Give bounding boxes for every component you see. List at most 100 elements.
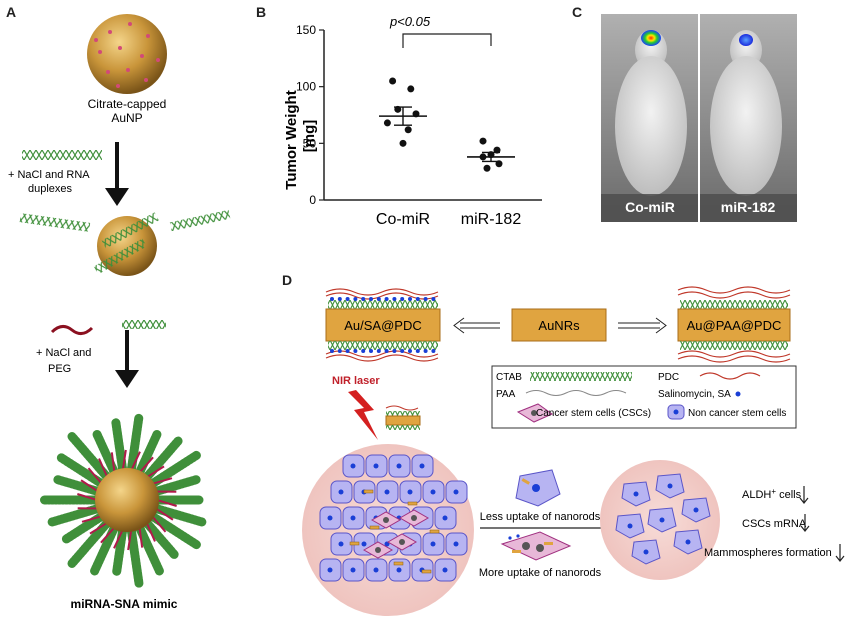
significance-bracket bbox=[402, 33, 492, 48]
peg-strand bbox=[98, 458, 109, 478]
decrease-arrow-icon bbox=[835, 544, 845, 562]
arrow-step-2 bbox=[115, 330, 139, 388]
csc-cell-middle bbox=[500, 531, 572, 561]
legend-box: CTAB PDC PAA Salinomycin, SA Cancer stem… bbox=[491, 365, 797, 429]
aunp-label-1: Citrate-capped bbox=[88, 97, 167, 111]
peg-strand bbox=[155, 507, 174, 521]
legend-noncsc-icon bbox=[667, 404, 685, 420]
step2-label-1: + NaCl and bbox=[36, 347, 91, 359]
cell-nucleus bbox=[350, 463, 356, 469]
legend-csc-icon bbox=[516, 403, 554, 423]
sa-dot bbox=[361, 349, 366, 353]
step2-label-2: PEG bbox=[48, 363, 71, 375]
legend-paa: PAA bbox=[496, 389, 516, 400]
mammosphere-label: Mammospheres formation bbox=[704, 547, 832, 559]
cell-nucleus bbox=[430, 489, 436, 495]
legend-sa: Salinomycin, SA bbox=[658, 389, 731, 400]
step1-label-1: + NaCl and RNA bbox=[8, 169, 90, 181]
arrow-left bbox=[453, 317, 500, 334]
cell-nucleus bbox=[430, 541, 436, 547]
cell-nucleus bbox=[361, 541, 367, 547]
sa-dot bbox=[400, 297, 405, 301]
cell-nucleus bbox=[453, 489, 459, 495]
nanorod bbox=[421, 569, 432, 574]
sa-dot bbox=[345, 349, 350, 353]
y-axis-label-1: Tumor Weight bbox=[283, 90, 300, 189]
aunrs-label: AuNRs bbox=[538, 318, 580, 333]
legend-cscs: Cancer stem cells (CSCs) bbox=[536, 408, 651, 419]
sa-dot bbox=[330, 349, 334, 353]
citrate-aunp bbox=[87, 14, 167, 94]
sa-dot bbox=[408, 297, 412, 301]
small-nanorod bbox=[385, 405, 421, 430]
peg-strand bbox=[100, 526, 116, 544]
sa-dot bbox=[376, 349, 381, 353]
significance-label: p<0.05 bbox=[389, 14, 431, 29]
sa-dot bbox=[392, 349, 397, 353]
cell-nucleus bbox=[373, 463, 379, 469]
cell-nucleus bbox=[338, 541, 344, 547]
csc-nucleus bbox=[399, 539, 405, 545]
cell-nucleus bbox=[667, 483, 673, 489]
csc-nucleus bbox=[375, 547, 381, 553]
data-point bbox=[483, 164, 491, 172]
cell-nucleus bbox=[396, 567, 402, 573]
peg-icon bbox=[50, 325, 94, 335]
arrow-step-1 bbox=[105, 142, 129, 206]
sa-dot bbox=[330, 297, 334, 301]
panel-label-a: A bbox=[6, 4, 17, 20]
y-tick-label: 50 bbox=[303, 136, 317, 150]
x-tick-label: miR-182 bbox=[461, 211, 522, 228]
peg-strand bbox=[89, 521, 108, 535]
sa-dot bbox=[423, 349, 428, 353]
cell-nucleus bbox=[693, 507, 699, 513]
sa-dot bbox=[353, 297, 358, 301]
cell-nucleus bbox=[384, 541, 390, 547]
data-point bbox=[383, 119, 391, 127]
peg-strand bbox=[80, 479, 99, 493]
gold-core bbox=[95, 468, 159, 532]
peg-strand bbox=[77, 493, 98, 501]
sa-dot bbox=[384, 297, 389, 301]
cell-nucleus bbox=[442, 567, 448, 573]
cell-nucleus bbox=[643, 549, 649, 555]
tumor-after bbox=[600, 460, 720, 580]
sa-dot bbox=[431, 297, 436, 301]
cell-nucleus bbox=[442, 515, 448, 521]
rna-duplex-icon-2 bbox=[122, 320, 166, 329]
laser-bolt-icon bbox=[348, 390, 378, 440]
legend-pdc: PDC bbox=[658, 372, 679, 383]
sa-dot bbox=[369, 297, 373, 301]
rna-duplex-icon bbox=[22, 150, 102, 160]
legend-ctab: CTAB bbox=[496, 372, 522, 383]
sa-dot bbox=[345, 297, 350, 301]
mouse-imaging-illustration bbox=[601, 14, 797, 222]
y-tick-label: 0 bbox=[309, 193, 316, 207]
cell-nucleus bbox=[633, 491, 639, 497]
mirna-sna-mimic bbox=[38, 412, 207, 588]
peg-strand bbox=[87, 467, 103, 485]
cell-nucleus bbox=[327, 515, 333, 521]
y-tick-label: 100 bbox=[296, 80, 316, 94]
cell-nucleus bbox=[327, 567, 333, 573]
cell-nucleus bbox=[419, 463, 425, 469]
cell-nucleus bbox=[396, 463, 402, 469]
more-uptake-label: More uptake of nanorods bbox=[479, 567, 602, 579]
peg-strand bbox=[138, 527, 144, 548]
peg-strand bbox=[146, 465, 165, 479]
sa-dot bbox=[376, 297, 381, 301]
au-paa-pdc-label: Au@PAA@PDC bbox=[687, 318, 782, 333]
peg-strand bbox=[151, 515, 167, 533]
decrease-arrow-icon bbox=[800, 514, 810, 532]
cell-nucleus bbox=[350, 567, 356, 573]
peg-strand bbox=[151, 477, 173, 485]
cell-nucleus bbox=[373, 567, 379, 573]
cell-nucleus bbox=[627, 523, 633, 529]
less-uptake-label: Less uptake of nanorods bbox=[480, 511, 601, 523]
duplex-loaded-aunp bbox=[19, 209, 231, 276]
sa-dot bbox=[392, 297, 397, 301]
sa-dot bbox=[337, 297, 342, 301]
peg-strand bbox=[113, 529, 124, 549]
cscs-mrna-label: CSCs mRNA bbox=[742, 518, 807, 530]
cell-nucleus bbox=[350, 515, 356, 521]
